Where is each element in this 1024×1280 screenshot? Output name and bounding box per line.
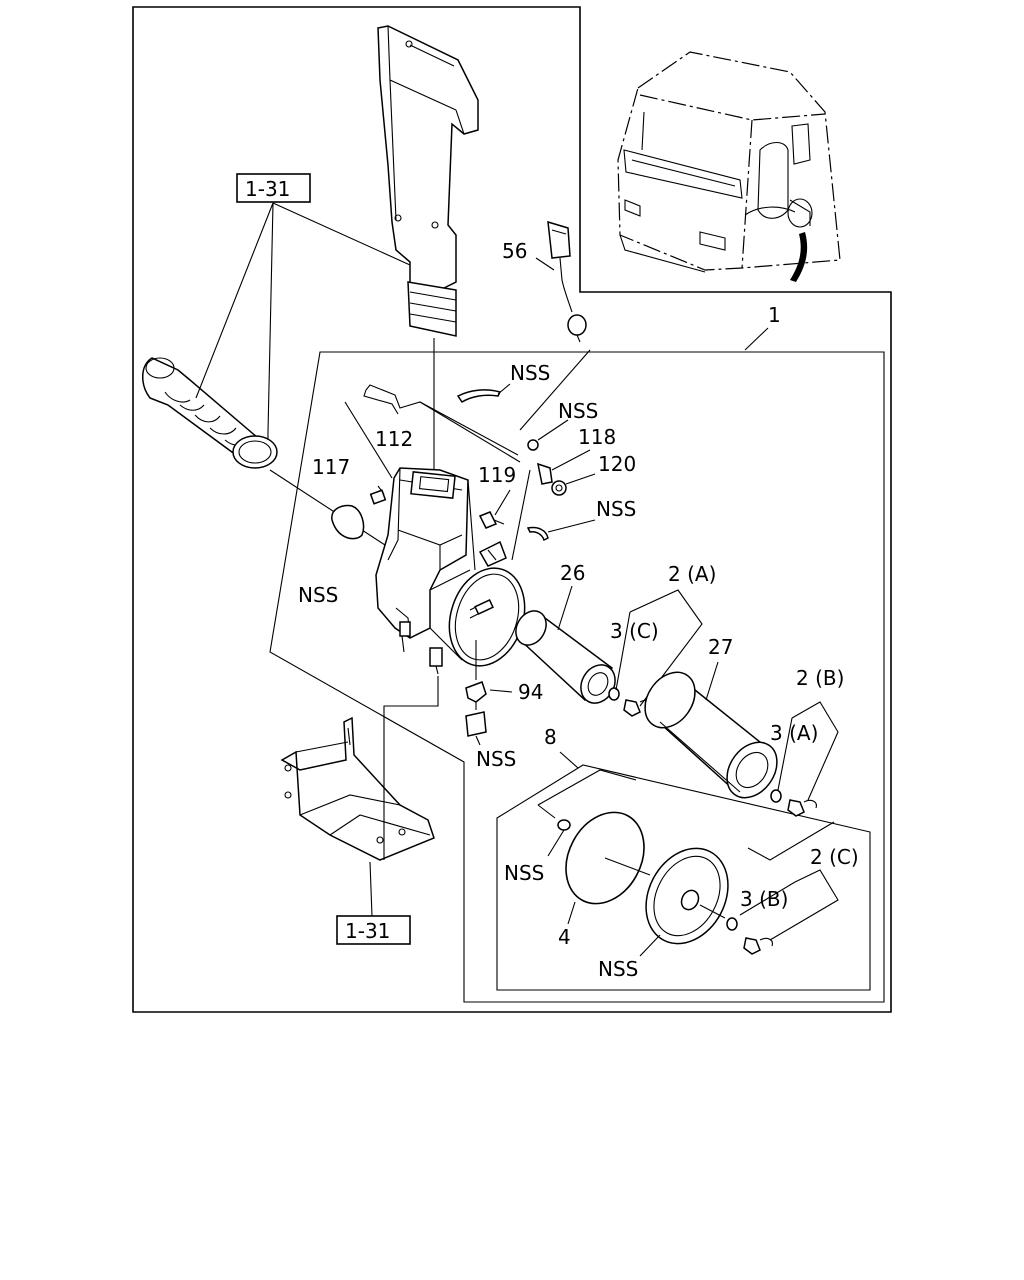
clip-nss-4-leader	[547, 519, 596, 533]
ref-top-leaders	[195, 202, 411, 440]
label-112: 112	[375, 427, 413, 451]
washer-3c	[608, 687, 620, 701]
label-nss-7: NSS	[598, 957, 638, 981]
ref-top-box	[236, 173, 311, 203]
housing-vertical-leader	[467, 479, 476, 571]
nss-2-leader	[537, 419, 569, 441]
label-nss-2: NSS	[558, 399, 598, 423]
clip-nss-1	[456, 389, 502, 404]
p120-leader	[565, 473, 596, 485]
clip-nss-4	[526, 526, 549, 542]
inner-element-26	[515, 610, 616, 704]
end-cover-nss	[645, 847, 729, 945]
sensor-56-leader	[535, 257, 555, 271]
label-nss-1: NSS	[510, 361, 550, 385]
label-8: 8	[544, 725, 557, 749]
bracket-2b-2c-link	[747, 821, 835, 861]
washer-nss-6	[557, 819, 571, 831]
wing-nut-2c	[743, 937, 773, 955]
washer-3b	[726, 917, 738, 931]
p27-leader	[705, 661, 719, 701]
ring-to-cover-leader	[604, 857, 651, 876]
p2a-bracket	[615, 589, 703, 707]
nss-5-leader	[475, 735, 481, 746]
p2c-bracket	[739, 869, 839, 941]
label-2a: 2 (A)	[668, 562, 716, 586]
assembly-8-leader	[559, 751, 579, 769]
air-cleaner-housing	[375, 467, 526, 675]
hose-to-housing-leader	[269, 469, 386, 546]
nss-7-leader	[639, 934, 661, 957]
p26-leader	[557, 585, 573, 631]
housing-to-bracket-leader	[383, 676, 439, 860]
label-nss-6: NSS	[504, 861, 544, 885]
label-nss-5: NSS	[476, 747, 516, 771]
wing-nut-2b	[787, 799, 817, 817]
clip-nss-1-leader	[497, 383, 511, 395]
label-3c: 3 (C)	[610, 619, 659, 643]
small-bracket	[478, 540, 507, 567]
p2b-bracket	[777, 701, 839, 801]
label-120: 120	[598, 452, 636, 476]
sensor-to-housing-leader	[519, 349, 591, 431]
assembly-8-frame	[496, 764, 871, 991]
ref-top-label: 1-31	[245, 177, 290, 201]
label-3b: 3 (B)	[740, 887, 788, 911]
bracket-112-leader	[344, 401, 393, 479]
label-118: 118	[578, 425, 616, 449]
label-56: 56	[502, 239, 527, 263]
flexible-intake-hose	[142, 357, 278, 469]
housing-right-leader	[511, 469, 531, 561]
outer-frame	[132, 6, 892, 1013]
ref-bottom-box	[336, 915, 411, 945]
drain-valve-94	[465, 681, 487, 737]
cover-to-washer-leader	[699, 904, 726, 919]
label-3a: 3 (A)	[770, 721, 818, 745]
label-2b: 2 (B)	[796, 666, 844, 690]
cab-pointer-arrow	[790, 232, 808, 282]
plug-117	[369, 485, 387, 505]
label-117: 117	[312, 455, 350, 479]
ref-bottom-leader	[369, 861, 373, 917]
label-2c: 2 (C)	[810, 845, 859, 869]
truck-cab-illustration	[617, 51, 841, 273]
outer-element-27	[644, 671, 778, 799]
label-4: 4	[558, 925, 571, 949]
label-27: 27	[708, 635, 733, 659]
p8-bracket	[537, 769, 637, 819]
p94-leader	[489, 689, 513, 693]
bracket-112	[363, 384, 521, 463]
label-26: 26	[560, 561, 585, 585]
ref-bottom-label: 1-31	[345, 919, 390, 943]
restriction-sensor-56	[547, 220, 587, 343]
label-nss-3: NSS	[298, 583, 338, 607]
label-94: 94	[518, 680, 543, 704]
assembly-1-leader	[744, 327, 769, 351]
small-fasteners-118-120	[527, 439, 567, 496]
intake-snorkel	[377, 25, 479, 337]
label-1: 1	[768, 303, 781, 327]
mounting-bracket	[280, 716, 435, 861]
assembly-1-frame	[269, 351, 885, 1003]
o-ring-4	[565, 811, 645, 905]
nss-6-leader	[547, 829, 565, 857]
cap-fitting	[331, 504, 365, 540]
bolt-119	[478, 511, 505, 529]
label-119: 119	[478, 463, 516, 487]
p4-leader	[567, 901, 576, 925]
p118-leader	[551, 449, 591, 471]
label-nss-4: NSS	[596, 497, 636, 521]
p119-leader	[494, 489, 511, 516]
washer-3a	[770, 789, 782, 803]
